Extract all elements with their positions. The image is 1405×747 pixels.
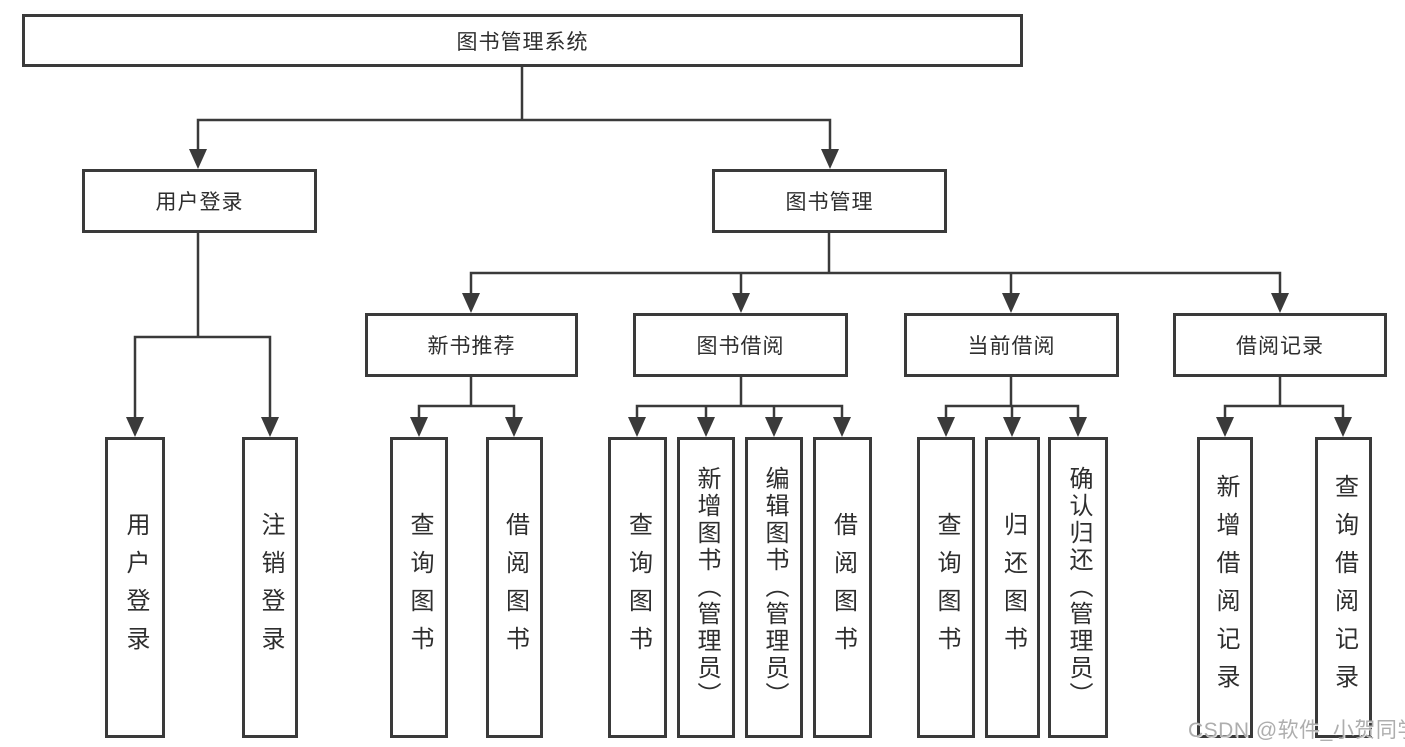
arrowhead <box>821 149 839 169</box>
arrowhead <box>833 417 851 437</box>
node-label: 查询图书 <box>406 511 433 664</box>
connector-user-login-branch <box>133 231 272 421</box>
arrowhead <box>697 417 715 437</box>
connector-book-borrow-branch <box>635 375 844 421</box>
connector-book-management-branch <box>469 231 1282 297</box>
leaf-return-books: 归还图书 <box>985 437 1040 738</box>
leaf-edit-book-admin: 编辑图书（管理员） <box>745 437 803 738</box>
node-label: 查询图书 <box>933 511 960 664</box>
leaf-borrow-books: 借阅图书 <box>486 437 543 738</box>
node-label: 用户登录 <box>122 511 149 664</box>
arrowhead <box>628 417 646 437</box>
node-label: 图书管理 <box>785 191 874 214</box>
arrowhead <box>410 417 428 437</box>
leaf-query-books: 查询图书 <box>390 437 448 738</box>
node-label: 注销登录 <box>257 511 284 664</box>
node-label: 新书推荐 <box>427 335 516 358</box>
node-book-borrowing: 图书借阅 <box>633 313 848 377</box>
node-label: 借阅记录 <box>1236 335 1324 358</box>
node-label: 借阅图书 <box>501 511 529 664</box>
leaf-confirm-return-admin: 确认归还（管理员） <box>1048 437 1108 738</box>
arrowhead <box>1334 417 1352 437</box>
arrowhead <box>126 417 144 437</box>
arrowhead <box>937 417 955 437</box>
leaf-logout: 注销登录 <box>242 437 298 738</box>
leaf-user-login: 用户登录 <box>105 437 165 738</box>
node-label: 新增图书（管理员） <box>693 466 720 709</box>
node-label: 用户登录 <box>155 191 244 214</box>
connector-root <box>196 65 832 153</box>
leaf-query-books: 查询图书 <box>917 437 975 738</box>
node-borrowing-records: 借阅记录 <box>1173 313 1387 377</box>
arrowheads <box>126 149 1352 437</box>
leaf-query-borrow-record: 查询借阅记录 <box>1315 437 1372 738</box>
node-book-management: 图书管理 <box>712 169 947 233</box>
leaf-borrow-books: 借阅图书 <box>813 437 872 738</box>
arrowhead <box>732 293 750 313</box>
arrowhead <box>1002 293 1020 313</box>
node-label: 图书管理系统 <box>456 30 589 54</box>
node-label: 当前借阅 <box>967 335 1056 358</box>
connector-lines <box>133 65 1345 421</box>
node-new-book-recommend: 新书推荐 <box>365 313 578 377</box>
arrowhead <box>765 417 783 437</box>
node-label: 新增借阅记录 <box>1212 473 1239 702</box>
node-current-borrowing: 当前借阅 <box>904 313 1119 377</box>
arrowhead <box>1271 293 1289 313</box>
node-label: 借阅图书 <box>829 511 857 664</box>
node-label: 查询图书 <box>624 511 652 664</box>
arrowhead <box>1216 417 1234 437</box>
node-label: 编辑图书（管理员） <box>761 466 788 709</box>
connector-current-borrow-branch <box>944 375 1080 421</box>
connector-new-book-branch <box>417 375 516 421</box>
leaf-add-borrow-record: 新增借阅记录 <box>1197 437 1253 738</box>
connector-borrow-record-branch <box>1223 375 1345 421</box>
arrowhead <box>189 149 207 169</box>
leaf-add-book-admin: 新增图书（管理员） <box>677 437 735 738</box>
node-label: 确认归还（管理员） <box>1065 466 1092 709</box>
node-label: 查询借阅记录 <box>1330 473 1358 702</box>
leaf-query-books: 查询图书 <box>608 437 667 738</box>
node-user-login: 用户登录 <box>82 169 317 233</box>
arrowhead <box>505 417 523 437</box>
node-library-management-system: 图书管理系统 <box>22 14 1023 67</box>
arrowhead <box>1003 417 1021 437</box>
csdn-watermark: CSDN @软件_小贺同学 <box>1188 719 1405 742</box>
arrowhead <box>462 293 480 313</box>
arrowhead <box>261 417 279 437</box>
arrowhead <box>1069 417 1087 437</box>
node-label: 图书借阅 <box>696 335 785 358</box>
node-label: 归还图书 <box>999 511 1027 664</box>
